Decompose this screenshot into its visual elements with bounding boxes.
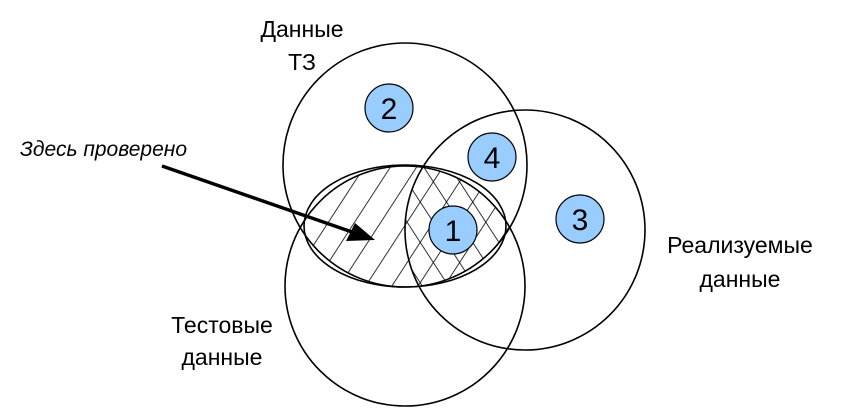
badge-label: 2 — [381, 93, 398, 126]
badge-circle — [555, 194, 605, 244]
region-badge-3: 3 — [555, 194, 605, 244]
badge-circle — [428, 205, 478, 255]
implemented-data-label-line1: Реализуемые — [667, 232, 813, 258]
badge-label: 4 — [484, 142, 501, 175]
implemented-data-label-line2: данные — [700, 266, 781, 292]
annotation-arrow — [161, 164, 375, 241]
spec-data-label-line2: ТЗ — [288, 49, 316, 75]
region-badge-4: 4 — [467, 132, 517, 182]
test-spec-intersection-outline — [303, 164, 507, 288]
test-data-circle — [284, 165, 526, 407]
test-data-label-line2: данные — [182, 344, 263, 370]
region-badge-1: 1 — [428, 205, 478, 255]
region-badge-2: 2 — [364, 83, 414, 133]
test-data-label-line1: Тестовые — [171, 312, 273, 338]
spec-data-label-line1: Данные — [260, 16, 343, 42]
badge-circle — [467, 132, 517, 182]
badge-circle — [364, 83, 414, 133]
badge-label: 1 — [445, 215, 462, 248]
annotation-label: Здесь проверено — [20, 138, 187, 161]
badge-label: 3 — [572, 204, 589, 237]
implemented-data-circle — [404, 109, 646, 351]
